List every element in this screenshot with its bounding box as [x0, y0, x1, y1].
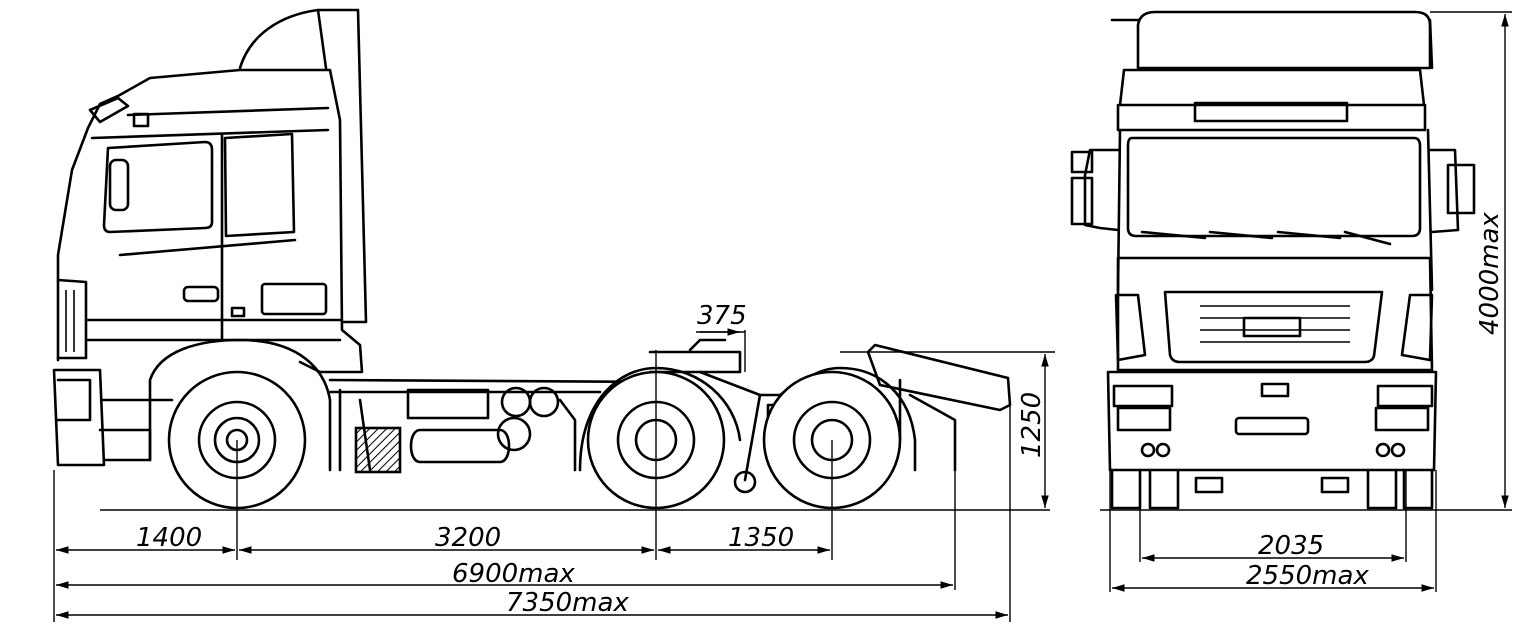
- dim-label-front-overhang: 1400: [136, 523, 202, 553]
- cab-side: [52, 8, 368, 472]
- drive-wheel-1: [578, 366, 742, 510]
- dim-label-fifth-wheel: 375: [697, 301, 747, 331]
- dim-label-track-width: 2035: [1258, 531, 1324, 561]
- dim-label-overall-width: 2550max: [1246, 561, 1369, 591]
- dim-label-frame-length: 6900max: [452, 559, 575, 589]
- dim-label-wheelbase: 3200: [435, 523, 501, 553]
- dim-label-overall-height: 4000max: [1475, 212, 1505, 335]
- dim-label-frame-height: 1250: [1017, 392, 1047, 458]
- front-view: 2035 2550max 4000max: [1070, 10, 1512, 592]
- dim-label-rear-wheelbase: 1350: [728, 523, 794, 553]
- side-view: 1400 3200 1350 375 6900max 7350max 1250: [52, 8, 1055, 622]
- dim-label-overall-length: 7350max: [506, 588, 629, 618]
- side-extension-lines: [53, 330, 1055, 622]
- drive-wheel-2: [762, 366, 917, 510]
